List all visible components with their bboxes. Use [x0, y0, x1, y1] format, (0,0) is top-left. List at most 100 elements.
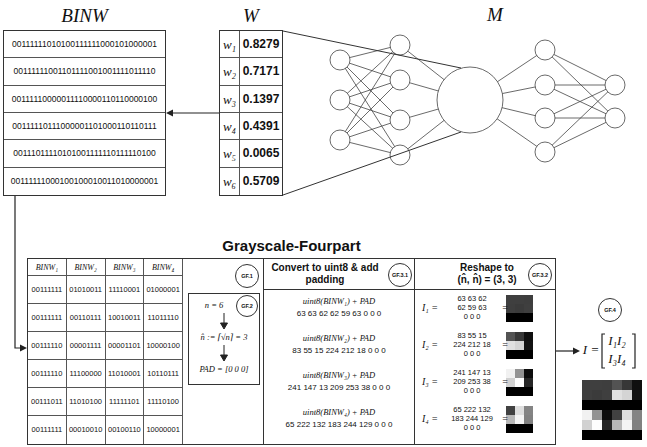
table-cell: 11110100: [144, 388, 183, 416]
table-header: BINW₃: [106, 259, 145, 276]
formula-text: uint8(BINW₂) + PAD: [264, 332, 414, 344]
neural-network: [545, 50, 615, 85]
weights-table: Ww₁0.8279w₂0.7171w₃0.1397w₄0.4391w₅0.006…: [219, 30, 283, 196]
value-list: 65 222 132 183 244 129 0 0 0: [264, 419, 414, 431]
table-cell: 00001111: [67, 332, 106, 360]
matrix-row: 63 63 62: [443, 294, 501, 303]
pixel-image: [506, 295, 533, 322]
neural-network: [535, 142, 555, 162]
pixel-image: [602, 390, 612, 400]
step-callout-label: GF.3.2: [529, 264, 551, 286]
pixel-image: [592, 390, 602, 400]
binary-weights-box: BINW001111110101001111110001010000010011…: [3, 30, 166, 196]
binary-string: 00111011110101001111110111110100: [4, 140, 165, 167]
matrix-row: I₃I₄: [602, 351, 632, 367]
matrix-row: 0 0 0: [443, 386, 501, 395]
table-cell: 00111111: [28, 416, 67, 444]
pixel-image: [622, 380, 632, 390]
neural-network: [605, 108, 625, 128]
connector-line: [15, 196, 20, 348]
step-callout-label: GF.4: [599, 299, 621, 321]
pixel-image: [592, 420, 602, 430]
table-cell: 11010001: [106, 360, 145, 388]
zoom-lines: [283, 31, 461, 68]
pixel-image: [622, 390, 632, 400]
pixel-image: [582, 380, 642, 440]
matrix-row: 241 147 13: [443, 368, 501, 377]
neural-network: [437, 67, 503, 133]
weight-value: 0.1397: [240, 86, 282, 113]
formula-text: n = 6: [192, 299, 236, 311]
pixel-image: [506, 295, 533, 322]
pixel-image: [622, 410, 632, 420]
padding-step-arrows: [221, 323, 228, 329]
neural-network: [535, 40, 555, 60]
arrowhead: [166, 110, 173, 117]
neural-network: [390, 145, 410, 165]
zoom-lines: [283, 132, 461, 195]
matrix-row: 0 0 0: [443, 312, 501, 321]
pixel-image: [524, 332, 533, 341]
pixel-image: [592, 380, 602, 390]
section-divider: [263, 289, 555, 290]
matrix-row: 183 244 129: [443, 414, 501, 423]
table-cell: 11010100: [67, 388, 106, 416]
output-matrix: I =I₁I₂I₃I₄: [582, 332, 645, 370]
weight-value: 0.5709: [240, 168, 282, 195]
binw-split-table: BINW₁BINW₂BINW₃BINW₄00111111010100111111…: [28, 259, 183, 444]
neural-network: [545, 118, 615, 152]
diagram-heading: BINW: [4, 4, 165, 28]
pixel-image: [524, 341, 533, 350]
neural-network: [330, 130, 350, 150]
table-cell: 01010011: [67, 276, 106, 304]
step-callout-label: GF.3.1: [389, 264, 411, 286]
table-cell: 00110111: [67, 304, 106, 332]
reshape-section: Reshape to (n̂, n̂) = (3, 3)I₁ =63 63 62…: [414, 259, 555, 444]
pixel-image: [524, 304, 533, 313]
table-cell: 00111111: [28, 276, 67, 304]
binary-string: 00111110000011110000110110000100: [4, 86, 165, 113]
matrix-row: 209 253 38: [443, 377, 501, 386]
padding-step-arrows: [221, 355, 228, 361]
pixel-image: [515, 406, 524, 415]
formula-text: PAD = [0 0 0]: [189, 363, 259, 375]
zoom-lines: [283, 31, 461, 195]
table-cell: 00111110: [28, 360, 67, 388]
table-cell: 11110001: [106, 276, 145, 304]
value-list: 63 63 62 62 59 63 0 0 0: [264, 308, 414, 320]
pixel-image: [515, 369, 524, 378]
neural-network: [340, 80, 400, 140]
equals-sign: =: [501, 412, 509, 426]
matrix-name: I₃ =: [417, 375, 443, 389]
pixel-image: [524, 378, 533, 387]
matrix-bracket: [632, 334, 635, 368]
step-callout-label: GF.2: [237, 296, 257, 316]
matrix-row: 224 212 18: [443, 340, 501, 349]
connector-arrow: [555, 348, 580, 355]
pixel-image: [582, 420, 592, 430]
table-cell: 00100110: [106, 416, 145, 444]
table-cell: 10010011: [106, 304, 145, 332]
step-callout: GF.1: [235, 264, 259, 288]
neural-network: [545, 85, 615, 152]
table-cell: 10000100: [144, 332, 183, 360]
diagram-title: Grayscale-Fourpart: [28, 236, 555, 256]
step-callout: GF.3.1: [388, 263, 412, 287]
weight-name: w₁: [220, 31, 240, 58]
step-callout-label: GF.1: [236, 265, 258, 287]
equals-sign: =: [501, 301, 509, 315]
table-cell: 10110111: [144, 360, 183, 388]
pixel-image: [515, 304, 524, 313]
value-list: 83 55 15 224 212 18 0 0 0: [264, 345, 414, 357]
pixel-image: [632, 390, 642, 400]
pixel-image: [592, 410, 602, 420]
pixel-image: [632, 420, 642, 430]
neural-network: [340, 100, 400, 155]
arrowhead: [573, 348, 580, 355]
connector-line: [173, 112, 219, 113]
matrix-row: 0 0 0: [443, 423, 501, 432]
section-divider: [263, 289, 555, 290]
weight-name: w₄: [220, 113, 240, 140]
equals-sign: =: [501, 338, 509, 352]
